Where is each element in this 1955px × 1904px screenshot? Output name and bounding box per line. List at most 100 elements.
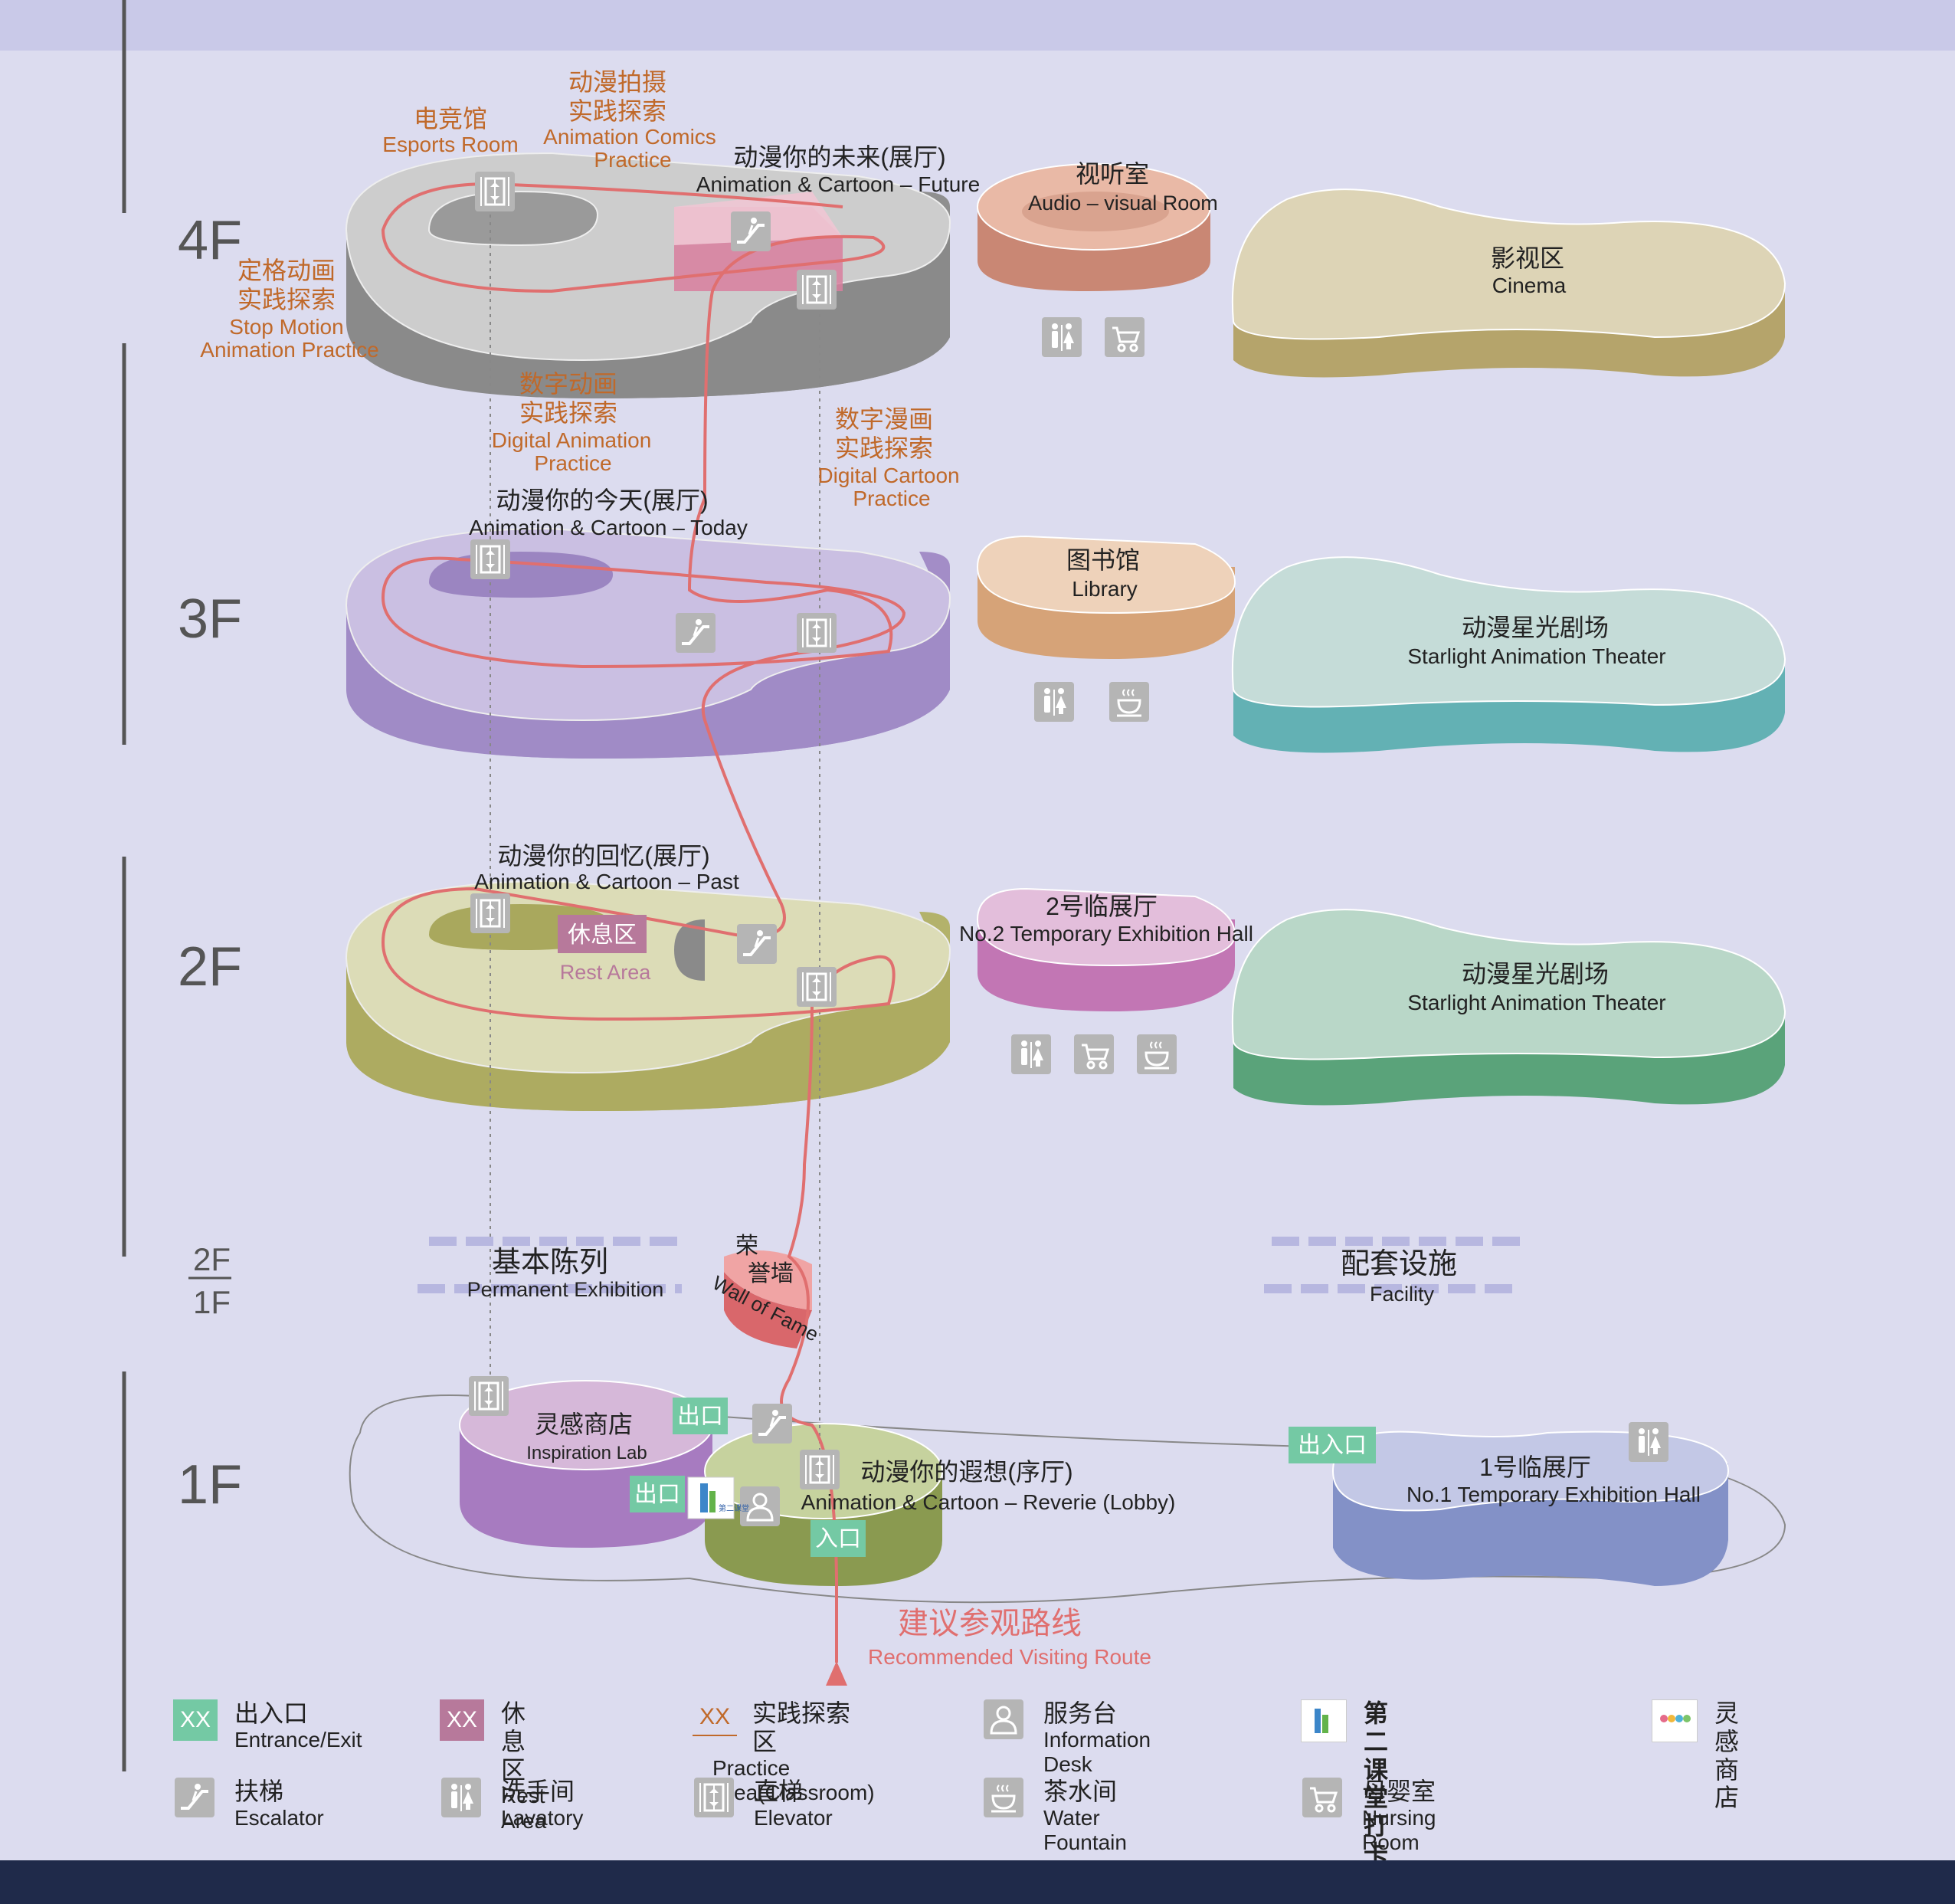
digi-label-en1: Digital Animation	[492, 428, 652, 452]
lavatory-icon	[440, 1778, 484, 1819]
escalator-icon	[735, 923, 778, 965]
nursing-room-icon	[1301, 1778, 1345, 1819]
floor-2f-main	[345, 880, 951, 1111]
route-label-cn: 建议参观路线	[898, 1607, 1082, 1640]
elevator-icon	[467, 1375, 510, 1417]
theater-3f	[1231, 556, 1786, 753]
bottom-bar	[0, 1860, 1955, 1904]
exit-badge	[630, 1476, 685, 1512]
elevator-icon	[795, 611, 838, 654]
av-label-cn: 视听室	[1076, 160, 1149, 188]
escalator-icon	[729, 210, 772, 253]
shop-label-cn: 灵感商店	[535, 1411, 633, 1438]
comics-label-cn1: 动漫拍摄	[568, 68, 666, 96]
legend-escalator-cn: 扶梯	[234, 1778, 284, 1805]
legend-escalator-en: Escalator	[234, 1805, 324, 1830]
legend-shop: 灵感商店	[1652, 1699, 1739, 1812]
digi-label-cn2: 实践探索	[519, 399, 617, 427]
digi-label-cn1: 数字动画	[519, 370, 617, 398]
theater3f-label-en: Starlight Animation Theater	[1407, 644, 1665, 668]
water-fountain-icon	[1108, 680, 1151, 723]
checkin-point-icon: 第二课堂	[687, 1476, 749, 1519]
legend-shop-cn: 灵感商店	[1714, 1699, 1740, 1812]
water-fountain-icon	[982, 1778, 1027, 1819]
cart-label-en2: Practice	[853, 487, 930, 510]
cinema-label-cn: 影视区	[1491, 244, 1564, 272]
elevator-icon	[795, 268, 838, 311]
exit-label-2: 出口	[634, 1482, 680, 1507]
water-fountain-icon	[1135, 1033, 1178, 1076]
facility-label-en: Facility	[1370, 1283, 1435, 1306]
legend-entrance-en: Entrance/Exit	[234, 1727, 362, 1752]
escalator-icon	[173, 1778, 218, 1819]
av-label-en: Audio – visual Room	[1028, 192, 1218, 215]
legend-info-cn: 服务台	[1043, 1699, 1118, 1727]
rest-area-badge	[558, 915, 647, 953]
nursing-room-icon	[1072, 1033, 1115, 1076]
rest-label-en: Rest Area	[560, 961, 652, 984]
inspiration-shop-icon	[1652, 1699, 1698, 1742]
future-label-en: Animation & Cartoon – Future	[696, 172, 980, 196]
permanent-label-en: Permanent Exhibition	[467, 1278, 664, 1301]
inout-label: 出入口	[1298, 1433, 1367, 1458]
elevator-icon	[795, 965, 838, 1008]
info-desk-icon	[982, 1699, 1027, 1741]
floor-label-4f: 4F	[178, 210, 242, 271]
legend-rest-cn: 休息区	[501, 1699, 526, 1784]
inspiration-lab-area	[459, 1380, 713, 1548]
facility-label-cn: 配套设施	[1341, 1248, 1457, 1280]
wall-label-cn1: 荣	[735, 1234, 758, 1259]
floor-label-2f-small: 2F	[193, 1241, 231, 1277]
escalator-icon	[751, 1402, 794, 1445]
cinema-label-en: Cinema	[1492, 274, 1567, 297]
checkin-point-icon	[1301, 1699, 1347, 1742]
legend-info-en: Information Desk	[1043, 1727, 1151, 1776]
theater2f-label-en: Starlight Animation Theater	[1407, 991, 1665, 1014]
lavatory-icon	[1041, 316, 1082, 358]
escalator-icon	[674, 611, 717, 654]
section-dashes	[418, 1237, 1524, 1293]
comics-label-en1: Animation Comics	[543, 125, 716, 149]
permanent-label-cn: 基本陈列	[492, 1247, 608, 1279]
legend-practice-en: Practice Area(Classroom)	[712, 1755, 875, 1804]
comics-label-en2: Practice	[594, 148, 671, 172]
legend-rest-box: XX	[440, 1699, 484, 1741]
nursing-room-icon	[1103, 316, 1146, 359]
past-label-en: Animation & Cartoon – Past	[474, 870, 739, 893]
library-label-cn: 图书馆	[1066, 546, 1140, 574]
legend-lavatory-en: Lavatory	[501, 1805, 584, 1830]
legend-rest-en: Rest Area	[501, 1784, 547, 1833]
stop-label-en2: Animation Practice	[200, 338, 378, 362]
exit-badge	[673, 1398, 728, 1434]
theater2f-label-cn: 动漫星光剧场	[1462, 960, 1609, 988]
temp1-label-en: No.1 Temporary Exhibition Hall	[1406, 1483, 1701, 1506]
cart-label-cn2: 实践探索	[835, 434, 933, 462]
lobby-label-cn: 动漫你的遐想(序厅)	[860, 1458, 1072, 1486]
temp2-label-cn: 2号临展厅	[1046, 893, 1158, 920]
legend-nursing-en: Nursing Room	[1362, 1805, 1436, 1854]
temp1-label-cn: 1号临展厅	[1479, 1453, 1591, 1481]
library-area	[976, 535, 1236, 659]
past-label-cn: 动漫你的回忆(展厅)	[497, 842, 709, 870]
temp2-label-en: No.2 Temporary Exhibition Hall	[959, 922, 1253, 945]
theater-2f	[1231, 909, 1786, 1106]
av-room	[977, 163, 1211, 291]
esports-label-cn: 电竞馆	[414, 105, 487, 133]
rest-label-cn: 休息区	[568, 923, 637, 948]
temp-hall-2-area	[976, 887, 1236, 1011]
esports-label-en: Esports Room	[382, 133, 518, 156]
comics-label-cn2: 实践探索	[568, 97, 666, 125]
legend-elevator-cn: 直梯	[754, 1778, 804, 1805]
visiting-route	[381, 182, 906, 1663]
top-bar	[0, 0, 1955, 51]
cart-label-cn1: 数字漫画	[835, 405, 933, 433]
route-label-en: Recommended Visiting Route	[868, 1645, 1151, 1669]
wall-of-fame-area	[724, 1250, 812, 1349]
